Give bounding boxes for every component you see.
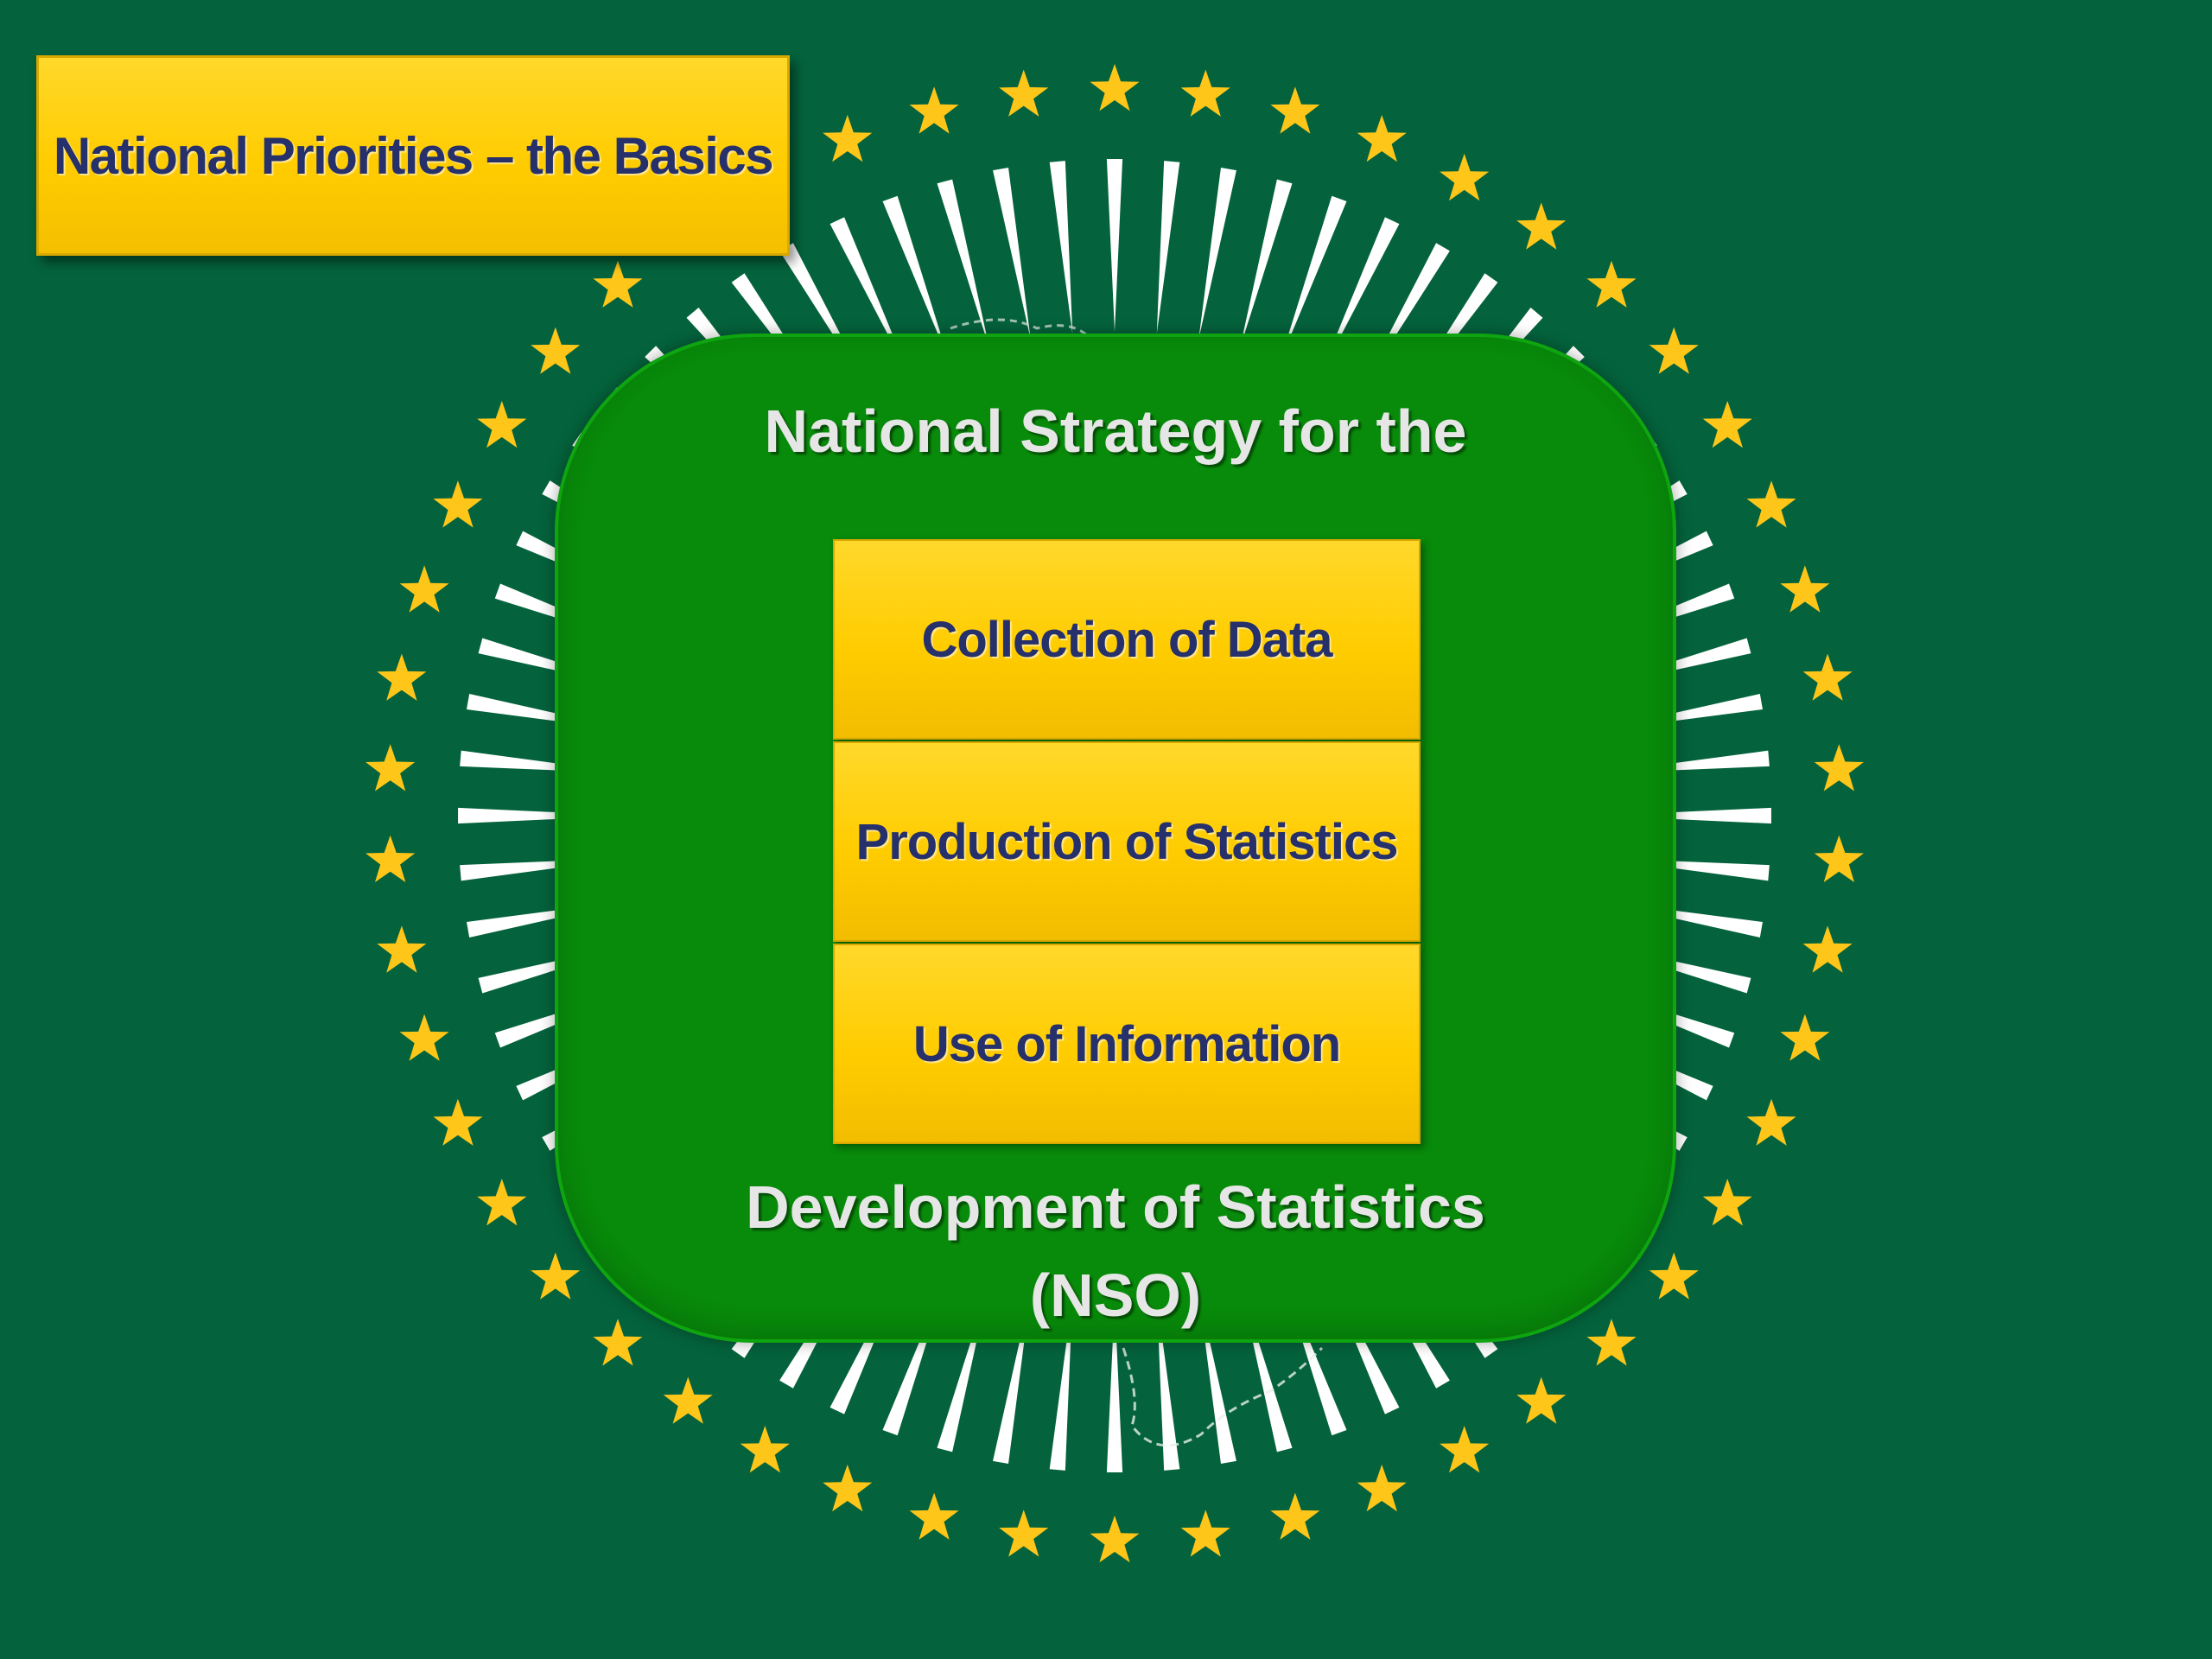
slide-title-box: National Priorities – the Basics xyxy=(36,55,790,256)
star-icon xyxy=(823,115,873,162)
stack-item-label: Use of Information xyxy=(912,1015,1341,1072)
star-icon xyxy=(1702,1179,1752,1226)
star-icon xyxy=(365,835,416,882)
star-icon xyxy=(1814,835,1864,882)
stack-item-use: Use of Information xyxy=(833,944,1421,1144)
star-icon xyxy=(1746,480,1796,528)
star-icon xyxy=(477,400,527,448)
star-icon xyxy=(1516,1376,1567,1424)
star-icon xyxy=(1357,115,1407,162)
stack-item-production: Production of Statistics xyxy=(833,741,1421,942)
stack-item-collection: Collection of Data xyxy=(833,539,1421,740)
star-icon xyxy=(1802,925,1853,973)
star-icon xyxy=(365,744,416,791)
star-icon xyxy=(1802,653,1853,701)
star-icon xyxy=(1440,1426,1490,1473)
star-icon xyxy=(909,86,959,134)
star-icon xyxy=(433,480,483,528)
star-icon xyxy=(377,925,427,973)
star-icon xyxy=(531,327,581,374)
star-icon xyxy=(477,1179,527,1226)
sun-ray xyxy=(1239,179,1293,349)
sun-ray xyxy=(1198,168,1236,340)
star-icon xyxy=(1649,327,1699,374)
sun-ray xyxy=(1599,807,1771,824)
star-icon xyxy=(999,69,1049,117)
strategy-title-bottom-line1: Development of Statistics xyxy=(746,1173,1485,1241)
star-icon xyxy=(1516,202,1567,250)
sun-ray xyxy=(993,168,1031,340)
slide-title: National Priorities – the Basics xyxy=(53,126,774,185)
star-icon xyxy=(1270,86,1320,134)
stack-item-label: Collection of Data xyxy=(921,611,1332,668)
star-icon xyxy=(1780,1014,1830,1061)
star-icon xyxy=(593,260,643,308)
star-icon xyxy=(663,1376,713,1424)
strategy-title-bottom-line2: (NSO) xyxy=(1029,1262,1202,1329)
star-icon xyxy=(1440,153,1490,201)
stack-item-label: Production of Statistics xyxy=(855,813,1399,870)
star-icon xyxy=(1780,565,1830,613)
star-icon xyxy=(1586,1319,1637,1366)
star-icon xyxy=(1649,1252,1699,1300)
star-icon xyxy=(1814,744,1864,791)
star-icon xyxy=(1357,1465,1407,1512)
sun-ray xyxy=(458,807,631,824)
sun-ray xyxy=(1156,161,1180,334)
star-icon xyxy=(909,1492,959,1540)
star-icon xyxy=(999,1510,1049,1557)
sun-ray xyxy=(1106,1300,1123,1472)
star-icon xyxy=(1180,69,1230,117)
priorities-stack: Collection of Data Production of Statist… xyxy=(833,539,1421,1146)
star-icon xyxy=(531,1252,581,1300)
star-icon xyxy=(1270,1492,1320,1540)
star-icon xyxy=(1746,1098,1796,1146)
star-icon xyxy=(1586,260,1637,308)
star-icon xyxy=(740,1426,790,1473)
africa-map-outline xyxy=(950,318,1324,1447)
star-icon xyxy=(433,1098,483,1146)
strategy-title-top: National Strategy for the xyxy=(764,397,1467,465)
national-strategy-box: National Strategy for the Collection of … xyxy=(555,334,1676,1343)
sun-ray xyxy=(1106,159,1123,332)
star-icon xyxy=(823,1465,873,1512)
star-icon xyxy=(593,1319,643,1366)
sun-ray xyxy=(1280,195,1347,361)
strategy-title-bottom: Development of Statistics (NSO) xyxy=(558,1163,1673,1339)
star-icon xyxy=(1180,1510,1230,1557)
star-icon xyxy=(399,1014,449,1061)
star-icon xyxy=(377,653,427,701)
star-icon xyxy=(399,565,449,613)
sun-ray xyxy=(937,179,990,349)
sun-ray xyxy=(882,195,950,361)
star-icon xyxy=(1090,1516,1140,1563)
sun-ray xyxy=(1049,161,1073,334)
star-icon xyxy=(1090,64,1140,111)
star-icon xyxy=(1702,400,1752,448)
